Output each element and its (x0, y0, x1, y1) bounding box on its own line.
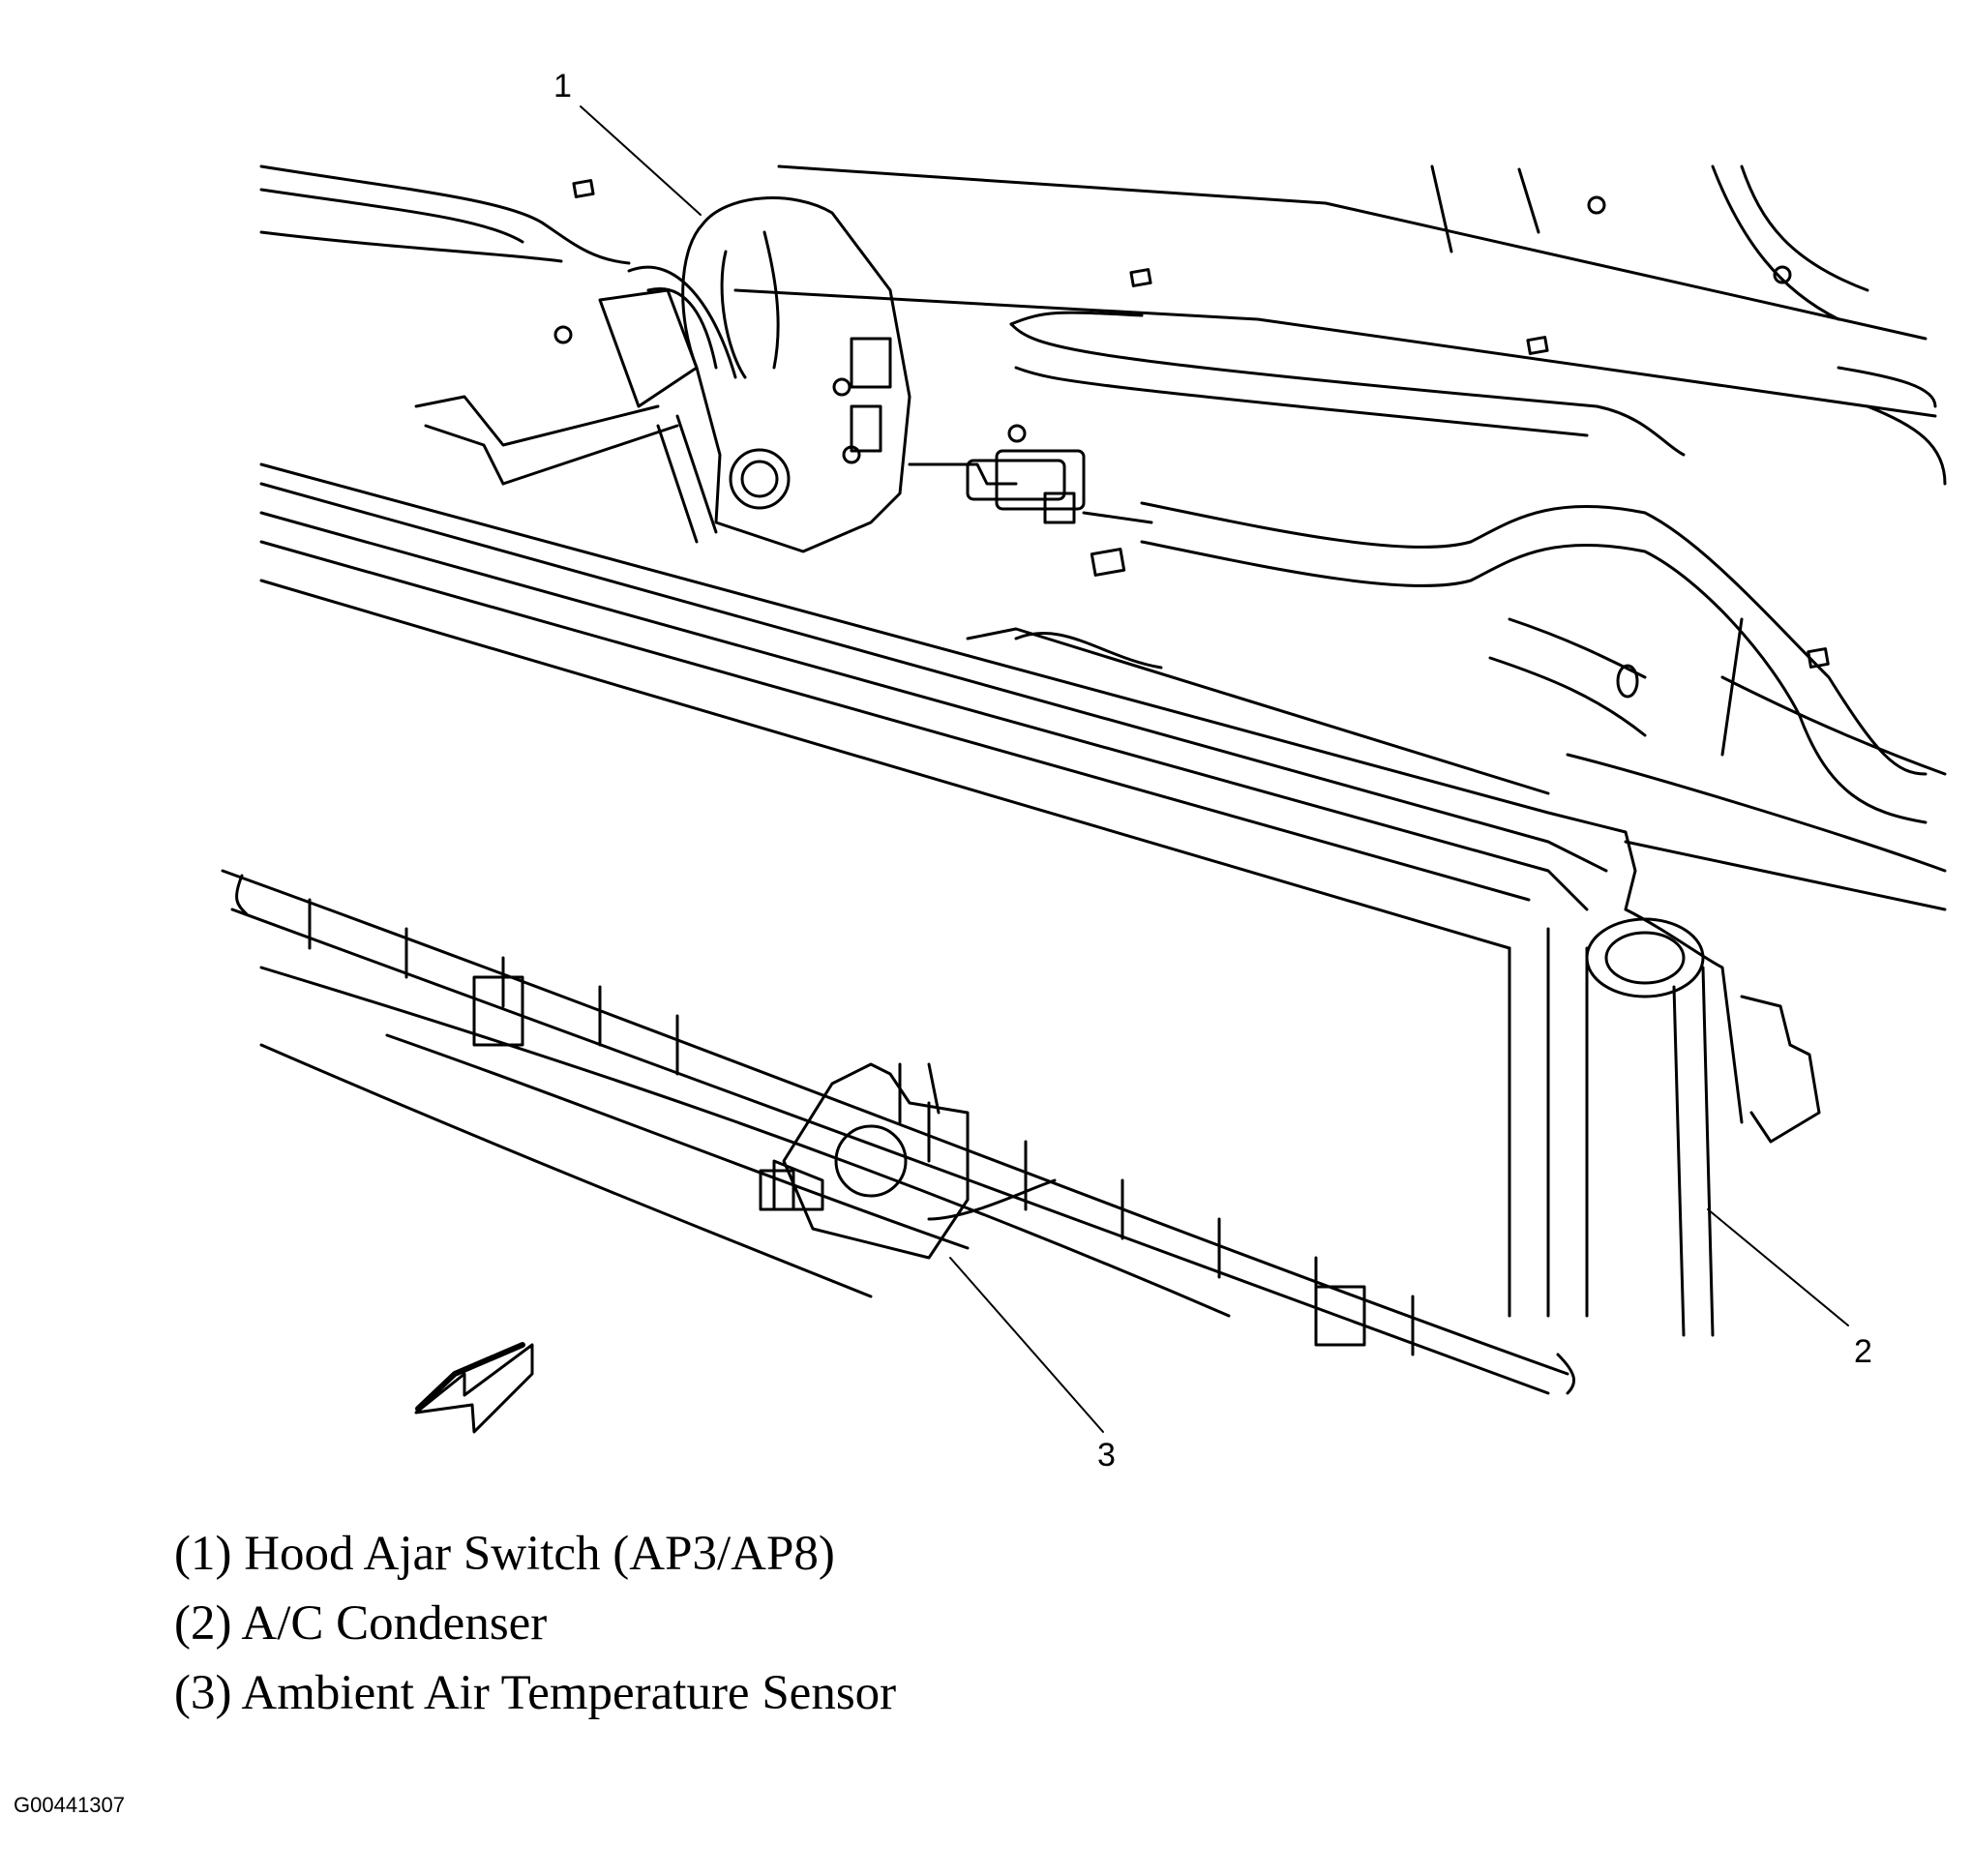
legend-item-ambient-air-temperature-sensor: (3) Ambient Air Temperature Sensor (174, 1666, 897, 1720)
figure-id: G00441307 (14, 1793, 125, 1817)
hood-ajar-switch (414, 196, 911, 553)
callout-2-label: 2 (1854, 1333, 1872, 1370)
legend-item-ac-condenser: (2) A/C Condenser (174, 1596, 548, 1651)
front-direction-arrow-icon (414, 1342, 534, 1434)
component-legend: (1) Hood Ajar Switch (AP3/AP8) (2) A/C C… (174, 1519, 896, 1728)
callout-leader-lines (580, 105, 1849, 1433)
callout-1-label: 1 (553, 68, 572, 104)
ambient-air-temperature-sensor (759, 1062, 1057, 1260)
ac-condenser (259, 462, 1821, 1337)
radiator-support-panel (259, 164, 1947, 911)
legend-item-hood-ajar-switch: (1) Hood Ajar Switch (AP3/AP8) (174, 1527, 835, 1581)
lower-tie-bar (221, 869, 1576, 1395)
callout-3-label: 3 (1097, 1437, 1116, 1474)
wiring-harness (908, 449, 1927, 824)
